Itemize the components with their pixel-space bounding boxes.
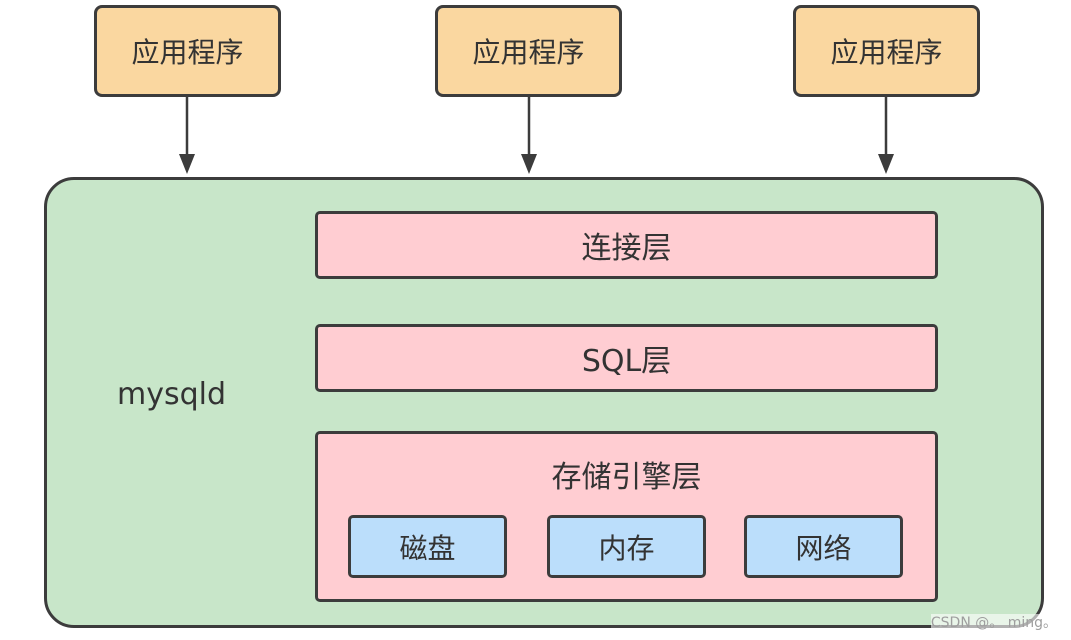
- arrowhead-3: [878, 154, 894, 174]
- component-memory-label: 内存: [598, 531, 655, 565]
- mysqld-label: mysqld: [117, 377, 227, 412]
- connection-layer: 连接层: [315, 211, 938, 279]
- component-disk: 磁盘: [348, 515, 507, 578]
- app-box-1-label: 应用程序: [131, 36, 244, 69]
- app-box-3: 应用程序: [793, 5, 980, 97]
- arrowhead-1: [179, 154, 195, 174]
- component-network: 网络: [744, 515, 903, 578]
- sql-layer: SQL层: [315, 324, 938, 392]
- app-box-2-label: 应用程序: [472, 36, 585, 69]
- component-network-label: 网络: [795, 531, 852, 565]
- component-disk-label: 磁盘: [399, 531, 456, 565]
- arrowhead-2: [521, 154, 537, 174]
- storage-engine-layer-label: 存储引擎层: [551, 460, 702, 495]
- sql-layer-label: SQL层: [581, 344, 672, 379]
- app-box-2: 应用程序: [435, 5, 622, 97]
- app-box-3-label: 应用程序: [830, 36, 943, 69]
- app-box-1: 应用程序: [94, 5, 281, 97]
- connection-layer-label: 连接层: [581, 231, 672, 266]
- component-memory: 内存: [547, 515, 706, 578]
- watermark: CSDN @。 ming。: [930, 614, 1057, 632]
